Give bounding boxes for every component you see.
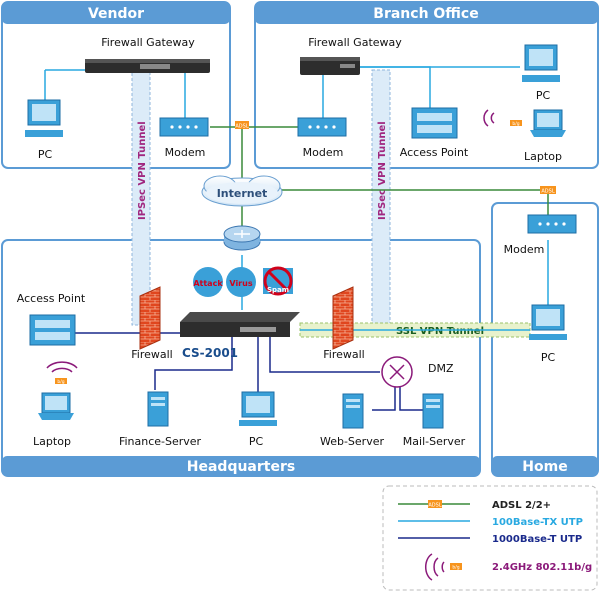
dmz-label: DMZ <box>428 362 454 375</box>
svg-text:ADSL: ADSL <box>235 124 248 130</box>
router-icon <box>223 225 261 251</box>
branch-firewall-gateway: Firewall Gateway <box>300 36 402 75</box>
vendor-modem-label: Modem <box>165 146 206 159</box>
legend-adsl: ADSL ADSL 2/2+ <box>398 500 551 511</box>
hq-firewall-right-icon: Firewall <box>323 286 365 361</box>
legend: ADSL ADSL 2/2+ 100Base-TX UTP 1000Base-T… <box>382 485 598 591</box>
adsl-badge: ADSL <box>540 186 556 195</box>
hq-laptop-icon: b/g Laptop <box>33 361 78 448</box>
cs-2001-device: CS-2001 <box>180 312 300 360</box>
branch-laptop-label: Laptop <box>524 150 562 163</box>
legend-1000base: 1000Base-T UTP <box>398 534 582 545</box>
vendor-firewall-gateway: Firewall Gateway <box>85 36 210 73</box>
finance-server-label: Finance-Server <box>119 435 202 448</box>
dmz-switch-icon: DMZ <box>381 356 454 388</box>
home-pc-icon: PC <box>529 304 567 364</box>
home-modem-label: Modem <box>504 243 545 256</box>
svg-text:b/g: b/g <box>512 121 519 127</box>
hq-firewall-left-icon: Firewall <box>131 286 173 361</box>
branch-ap-label: Access Point <box>400 146 469 159</box>
finance-server-icon: Finance-Server <box>119 391 202 448</box>
svg-text:b/g: b/g <box>57 379 64 385</box>
zone-home-title: Home <box>522 459 567 475</box>
internet-label: Internet <box>217 187 268 200</box>
hq-laptop-label: Laptop <box>33 435 71 448</box>
vendor-fw-label: Firewall Gateway <box>101 36 195 49</box>
legend-100base: 100Base-TX UTP <box>398 517 583 528</box>
mail-server-label: Mail-Server <box>403 435 466 448</box>
vendor-pc-label: PC <box>38 148 53 161</box>
zone-vendor: Vendor <box>1 1 231 169</box>
adsl-badge: ADSL <box>235 121 249 130</box>
home-pc-label: PC <box>541 351 556 364</box>
zone-branch-title: Branch Office <box>373 6 478 22</box>
internet-cloud-icon: Internet <box>201 175 283 207</box>
home-modem-icon: Modem <box>504 214 577 256</box>
virus-label: Virus <box>229 279 252 288</box>
hq-pc-icon: PC <box>239 391 277 448</box>
zone-branch: Branch Office <box>254 1 599 169</box>
hq-firewall-right-label: Firewall <box>323 348 364 361</box>
branch-access-point-icon: Access Point <box>400 107 469 159</box>
branch-pc-label: PC <box>536 89 551 102</box>
zone-headquarters-title: Headquarters <box>187 459 295 475</box>
vendor-modem-icon: Modem <box>159 117 209 159</box>
device-label: CS-2001 <box>182 346 238 360</box>
hq-pc-label: PC <box>249 435 264 448</box>
mail-server-icon: Mail-Server <box>403 393 466 448</box>
web-server-icon: Web-Server <box>320 393 385 448</box>
ipsec-tunnel-right: IPSec VPN Tunnel <box>371 69 391 326</box>
virus-icon: Virus <box>226 267 256 297</box>
web-server-label: Web-Server <box>320 435 385 448</box>
branch-modem-icon: Modem <box>297 117 347 159</box>
hq-firewall-left-label: Firewall <box>131 348 172 361</box>
branch-modem-label: Modem <box>303 146 344 159</box>
legend-wifi: b/g 2.4GHz 802.11b/g <box>425 553 592 581</box>
vendor-pc-icon: PC <box>25 99 63 161</box>
attack-icon: Attack <box>193 267 223 297</box>
legend-adsl-text: ADSL 2/2+ <box>492 500 551 511</box>
legend-wifi-text: 2.4GHz 802.11b/g <box>492 562 592 573</box>
ipsec-tunnel-right-label: IPSec VPN Tunnel <box>377 121 388 220</box>
hq-ap-label: Access Point <box>17 292 86 305</box>
ssl-tunnel-label: SSL VPN Tunnel <box>396 326 484 337</box>
legend-100base-text: 100Base-TX UTP <box>492 517 583 528</box>
branch-pc-icon: PC <box>522 44 560 102</box>
spam-icon: Spam <box>263 266 293 296</box>
svg-text:ADSL: ADSL <box>541 189 554 195</box>
svg-text:ADSL: ADSL <box>428 503 441 509</box>
ipsec-tunnel-left-label: IPSec VPN Tunnel <box>137 121 148 220</box>
ipsec-tunnel-left: IPSec VPN Tunnel <box>131 69 151 326</box>
branch-laptop-icon: b/g Laptop <box>483 109 566 163</box>
zone-vendor-title: Vendor <box>88 6 144 22</box>
legend-1000base-text: 1000Base-T UTP <box>492 534 582 545</box>
branch-fw-label: Firewall Gateway <box>308 36 402 49</box>
attack-label: Attack <box>193 279 223 288</box>
svg-text:b/g: b/g <box>452 565 459 571</box>
hq-access-point-icon: Access Point <box>17 292 86 346</box>
spam-label: Spam <box>267 286 289 294</box>
